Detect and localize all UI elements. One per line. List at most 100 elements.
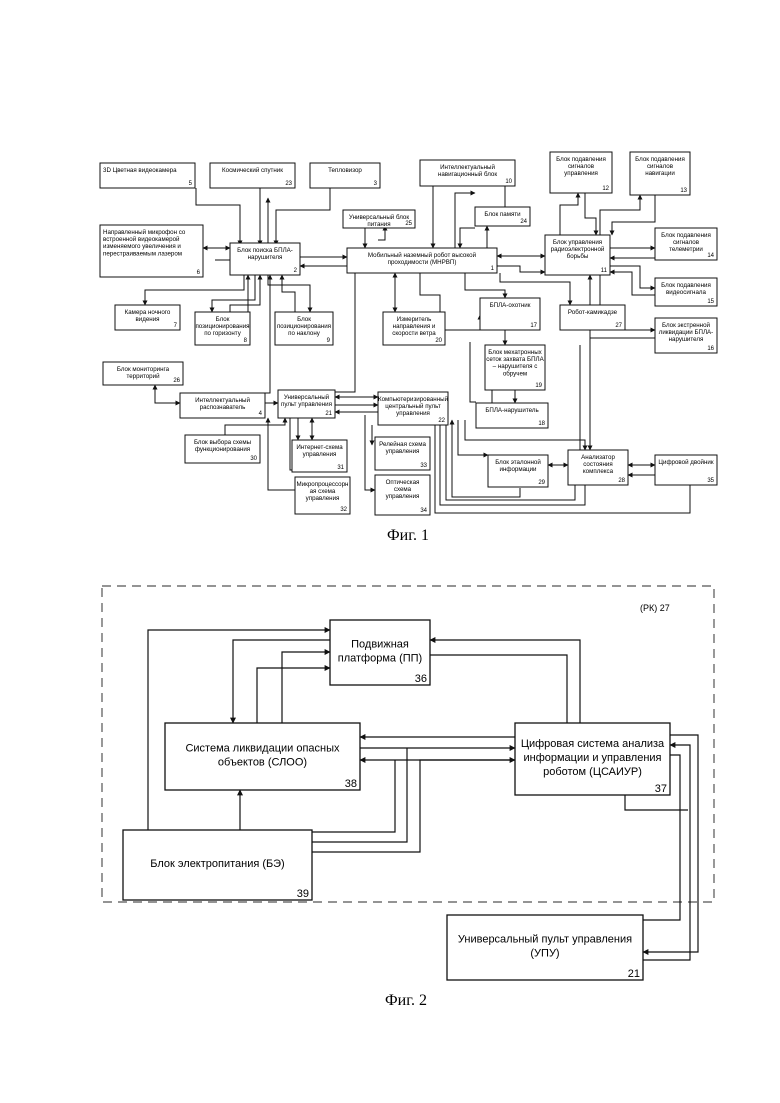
block-number: 31 xyxy=(337,465,344,471)
block-label-line: платформа (ПП) xyxy=(338,653,422,665)
block-label-line: ая схема xyxy=(310,488,336,495)
block-b13: Блок подавлениясигналовнавигации13 xyxy=(630,152,690,195)
block-label-line: проходимости (МНРВП) xyxy=(388,259,457,266)
block-b22: Компьютеризированныйцентральный пультупр… xyxy=(378,392,449,425)
block-label-line: Блок подавления xyxy=(661,232,711,239)
block-label-line: Универсальный xyxy=(284,394,330,401)
block-b39: Блок электропитания (БЭ)39 xyxy=(123,830,312,900)
block-label-line: схема xyxy=(394,486,412,493)
block-b3: Тепловизор3 xyxy=(310,163,380,188)
block-b7: Камера ночноговидения7 xyxy=(115,305,180,330)
block-b37: Цифровая система анализа информации и упр… xyxy=(515,723,670,795)
block-label-line: Мобильный наземный робот высокой xyxy=(368,252,477,259)
block-label-line: Интернет-схема xyxy=(296,444,343,451)
block-label-line: видеосигнала xyxy=(666,289,707,296)
block-label-line: управления xyxy=(564,170,598,177)
block-label-line: Измеритель xyxy=(397,316,432,323)
block-label-line: позиционирования xyxy=(195,323,249,330)
block-label-line: Цифровой двойник xyxy=(658,459,713,466)
block-number: 27 xyxy=(615,323,622,329)
block-number: 29 xyxy=(538,480,545,486)
block-b33: Релейная схемауправления33 xyxy=(375,437,430,470)
block-label-line: БПЛА-нарушитель xyxy=(485,407,538,414)
block-label-line: видения xyxy=(135,316,159,323)
block-number: 36 xyxy=(415,673,427,685)
block-label-line: Оптическая xyxy=(386,479,420,486)
block-b30: Блок выбора схемыфункционирования30 xyxy=(185,435,260,463)
block-b23: Космический спутник23 xyxy=(210,163,295,188)
block-label-line: Блок эталонной xyxy=(495,459,541,466)
block-number: 32 xyxy=(340,507,347,513)
block-number: 15 xyxy=(707,299,714,305)
block-label-line: Анализатор xyxy=(581,454,615,461)
block-b6: Направленный микрофон совстроенной видео… xyxy=(100,225,203,277)
block-number: 33 xyxy=(420,463,427,469)
block-b16: Блок экстреннойликвидации БПЛА-нарушител… xyxy=(655,318,717,353)
block-label-line: борьбы xyxy=(567,253,589,260)
block-label-line: Блок памяти xyxy=(484,211,521,218)
fig2-frame-label: (РК) 27 xyxy=(640,603,670,613)
block-label-line: направления и xyxy=(393,323,436,330)
block-b38: Система ликвидации опасныхобъектов (СЛОО… xyxy=(165,723,360,790)
block-label-line: территорий xyxy=(126,373,160,380)
block-label-line: сеток захвата БПЛА xyxy=(486,356,544,363)
block-label-line: управления xyxy=(306,495,340,502)
fig2-caption: Фиг. 2 xyxy=(385,992,427,1009)
block-number: 34 xyxy=(420,508,427,514)
block-label-line: Универсальный пульт управления xyxy=(458,934,632,946)
block-b27: Робот-камикадзе 27 xyxy=(560,305,625,330)
block-label-line: Робот-камикадзе xyxy=(568,309,618,316)
block-label-line: Блок подавления xyxy=(661,282,711,289)
block-b8: Блокпозиционированияпо горизонту8 xyxy=(195,312,250,345)
block-label-line: телеметрии xyxy=(669,246,703,253)
block-label-line: Компьютеризированный xyxy=(378,396,449,403)
block-label-line: позиционирования xyxy=(277,323,331,330)
block-b34: Оптическаясхемауправления34 xyxy=(375,475,430,515)
block-label-line: пульт управления xyxy=(281,401,332,408)
block-b11: Блок управлениярадиоэлектроннойборьбы11 xyxy=(545,235,610,275)
block-number: 35 xyxy=(707,478,714,484)
block-number: 39 xyxy=(297,888,309,900)
block-b32: Микропроцессорная схемауправления32 xyxy=(295,477,350,514)
block-b35: Цифровой двойник 35 xyxy=(655,455,717,485)
block-b5: 3D Цветная видеокамера5 xyxy=(100,163,195,188)
block-label-line: Направленный микрофон со xyxy=(103,229,186,236)
block-label-line: нарушителя xyxy=(248,254,283,261)
block-label-line: радиоэлектронной xyxy=(551,246,605,253)
block-number: 23 xyxy=(285,181,292,187)
block-label-line: управления xyxy=(303,451,337,458)
block-label-line: Интеллектуальный xyxy=(195,397,250,404)
block-label-line: информации xyxy=(500,466,538,473)
block-label-line: Блок подавления xyxy=(556,156,606,163)
block-label-line: Блок мехатронных xyxy=(488,349,542,356)
block-number: 22 xyxy=(438,418,445,424)
block-label-line: навигации xyxy=(645,170,675,177)
block-label-line: Блок выбора схемы xyxy=(194,439,252,446)
block-label-line: Блок экстренной xyxy=(662,322,711,329)
block-label-line: информации и управления xyxy=(523,752,661,764)
block-b26: Блок мониторингатерриторий26 xyxy=(103,362,183,385)
block-label-line: сигналов xyxy=(647,163,674,170)
block-label-line: (УПУ) xyxy=(530,948,559,960)
block-label-line: скорости ветра xyxy=(392,330,436,337)
block-b17: БПЛА-охотник17 xyxy=(480,298,540,330)
block-number: 14 xyxy=(707,253,714,259)
block-b31: Интернет-схемауправления 31 xyxy=(292,440,347,472)
block-label-line: изменяемого увеличения и xyxy=(103,243,181,250)
block-label-line: Блок xyxy=(297,316,311,323)
block-number: 10 xyxy=(505,179,512,185)
block-label-line: по горизонту xyxy=(204,330,241,337)
block-b19: Блок мехатронныхсеток захвата БПЛА– нару… xyxy=(485,345,545,390)
fig1-caption: Фиг. 1 xyxy=(387,527,429,544)
block-label-line: Универсальный блок xyxy=(349,214,409,221)
block-label-line: Цифровая система анализа xyxy=(521,738,665,750)
block-b36: Подвижнаяплатформа (ПП)36 xyxy=(330,620,430,685)
block-label-line: встроенной видеокамерой xyxy=(103,236,180,243)
block-b29: Блок эталоннойинформации 29 xyxy=(488,455,548,487)
block-number: 11 xyxy=(601,268,608,274)
block-number: 28 xyxy=(618,478,625,484)
block-label-line: функционирования xyxy=(195,446,250,453)
block-label-line: Релейная схема xyxy=(379,441,426,448)
block-number: 30 xyxy=(250,456,257,462)
block-label-line: комплекса xyxy=(583,468,614,475)
